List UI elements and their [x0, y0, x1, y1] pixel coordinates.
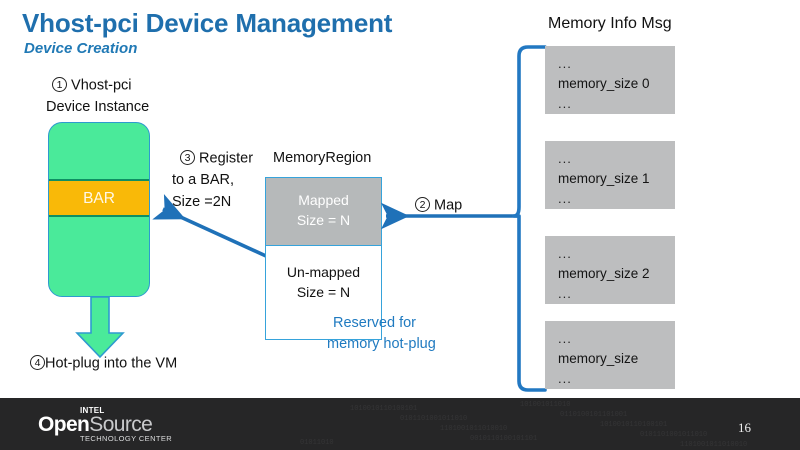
svg-text:0101101001011010: 0101101001011010 [640, 431, 707, 439]
unmapped-section: Un-mapped Size = N [266, 248, 381, 302]
step3-label-line1: 3 Register [180, 150, 253, 167]
svg-text:0110100101101001: 0110100101101001 [560, 411, 627, 419]
unmapped-line2: Size = N [296, 284, 351, 300]
logo-source-text: Source [89, 413, 153, 436]
msgbox-3-label: memory_size [558, 351, 639, 366]
msgbox-3-top: ... [558, 331, 572, 346]
svg-text:0010110100101101: 0010110100101101 [470, 435, 537, 443]
page-subtitle: Device Creation [24, 40, 138, 57]
memory-region-box[interactable]: Mapped Size = N Un-mapped Size = N [265, 177, 382, 340]
msgbox-2-bottom: ... [558, 286, 572, 301]
step-number-1-badge: 1 [52, 77, 67, 92]
svg-text:01011010: 01011010 [300, 439, 334, 447]
memory-info-box-3[interactable]: ... memory_size ... [545, 321, 675, 389]
msgbox-0-bottom: ... [558, 96, 572, 111]
msgbox-0-label: memory_size 0 [558, 76, 650, 91]
step2-text: Map [434, 197, 463, 214]
msgbox-0-top: ... [558, 56, 572, 71]
svg-text:1010010110100101: 1010010110100101 [600, 421, 667, 429]
step3-label-line2: to a BAR, [172, 172, 235, 188]
svg-text:1101001011010010: 1101001011010010 [680, 441, 747, 449]
step1-text: Vhost-pci [71, 77, 132, 94]
logo-intel-text: INTEL [80, 406, 105, 415]
memory-region-heading: MemoryRegion [273, 150, 372, 166]
hotplug-down-arrow [75, 296, 125, 359]
intel-open-source-logo: INTEL OpenSource TECHNOLOGY CENTER [38, 406, 178, 443]
binary-pattern-decoration: 1010010110100101 0101101001011010 110100… [300, 401, 747, 449]
page-number: 16 [738, 420, 751, 435]
reserved-note-line2: memory hot-plug [327, 336, 436, 352]
msgbox-3-bottom: ... [558, 371, 572, 386]
svg-text:1101001011010010: 1101001011010010 [440, 425, 507, 433]
svg-text:101001011010: 101001011010 [520, 401, 570, 409]
memory-info-box-1[interactable]: ... memory_size 1 ... [545, 141, 675, 209]
msgbox-1-bottom: ... [558, 191, 572, 206]
step4-text: Hot-plug into the VM [45, 355, 178, 372]
step-number-3-badge: 3 [180, 150, 195, 165]
logo-main-text: OpenSource [38, 413, 153, 437]
step3-text: Register [199, 150, 254, 167]
svg-text:1010010110100101: 1010010110100101 [350, 405, 417, 413]
msgbox-1-top: ... [558, 151, 572, 166]
mapped-line1: Mapped [298, 192, 349, 208]
slide-footer: 1010010110100101 0101101001011010 110100… [0, 398, 800, 450]
step1-label-line2: Device Instance [46, 99, 150, 115]
step-number-2-badge: 2 [415, 197, 430, 212]
msgbox-1-label: memory_size 1 [558, 171, 650, 186]
mapped-section: Mapped Size = N [266, 178, 381, 246]
svg-text:0101101001011010: 0101101001011010 [400, 415, 467, 423]
logo-open-text: Open [38, 413, 90, 436]
vhost-pci-device-instance[interactable]: BAR [48, 122, 150, 297]
step2-map-label: 2 Map [415, 197, 462, 214]
memory-info-box-0[interactable]: ... memory_size 0 ... [545, 46, 675, 114]
mapped-line2: Size = N [296, 212, 351, 228]
msgbox-2-label: memory_size 2 [558, 266, 650, 281]
memory-info-msg-heading: Memory Info Msg [548, 15, 672, 32]
page-title: Vhost-pci Device Management [22, 8, 393, 38]
msgbox-2-top: ... [558, 246, 572, 261]
reserved-note-line1: Reserved for [333, 315, 417, 331]
step-number-4-badge: 4 [30, 355, 45, 370]
bar-region[interactable]: BAR [49, 179, 149, 217]
unmapped-line1: Un-mapped [286, 264, 361, 280]
step1-label-line1: 1 Vhost-pci [52, 77, 131, 94]
logo-tagline-text: TECHNOLOGY CENTER [80, 434, 173, 443]
memory-info-box-2[interactable]: ... memory_size 2 ... [545, 236, 675, 304]
